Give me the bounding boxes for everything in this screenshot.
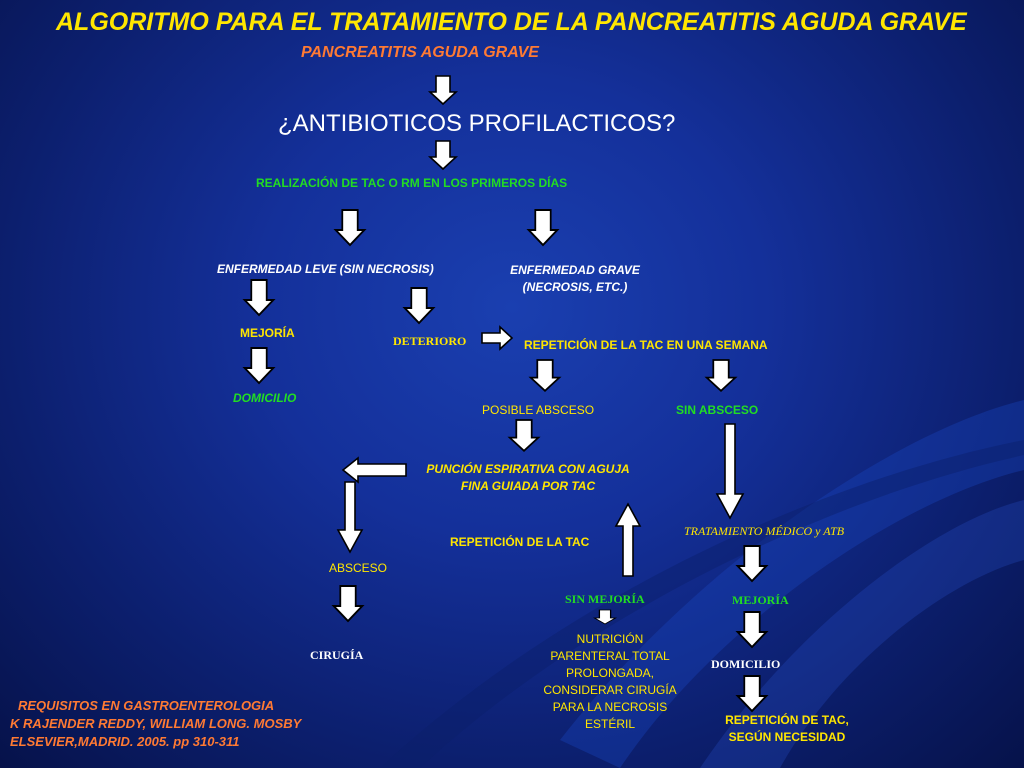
reference-line-3: ELSEVIER,MADRID. 2005. pp 310-311	[10, 734, 240, 749]
medical-treatment-node: TRATAMIENTO MÉDICO y ATB	[684, 524, 845, 538]
arrow-down-severe	[527, 209, 559, 246]
possible-abscess-node: POSIBLE ABSCESO	[482, 403, 595, 417]
arrow-down-home	[243, 347, 275, 384]
arrow-down-surgery	[332, 585, 364, 622]
arrow-down-mild	[334, 209, 366, 246]
reference-block: REQUISITOS EN GASTROENTEROLOGIA K RAJEND…	[10, 697, 301, 751]
surgery-node: CIRUGÍA	[310, 648, 364, 662]
repeat-week-node: REPETICIÓN DE LA TAC EN UNA SEMANA	[524, 338, 768, 352]
nutrition-line-5: PARA LA NECROSIS	[552, 700, 668, 714]
severe-disease-line-1: ENFERMEDAD GRAVE	[510, 263, 640, 277]
severe-disease-node: ENFERMEDAD GRAVE (NECROSIS, ETC.)	[495, 262, 655, 296]
home-node: DOMICILIO	[233, 391, 297, 405]
fna-line-1: PUNCIÓN ESPIRATIVA CON AGUJA	[426, 462, 630, 476]
arrow-down-title	[429, 75, 457, 105]
reference-line-2: K RAJENDER REDDY, WILLIAM LONG. MOSBY	[10, 716, 302, 731]
arrow-left-fna	[341, 456, 407, 484]
arrow-down-medical	[736, 545, 768, 582]
improvement-node: MEJORÍA	[240, 326, 295, 340]
arrow-down-deterioration	[403, 287, 435, 324]
arrow-down-nutrition	[593, 609, 617, 625]
page-title: ALGORITMO PARA EL TRATAMIENTO DE LA PANC…	[56, 8, 967, 36]
arrow-down-fna	[508, 419, 540, 452]
nutrition-line-2: PARENTERAL TOTAL	[550, 649, 670, 663]
reference-line-1: REQUISITOS EN GASTROENTEROLOGIA	[18, 698, 275, 713]
mild-disease-node: ENFERMEDAD LEVE (SIN NECROSIS)	[217, 262, 434, 276]
arrow-long-down-no-abscess	[715, 423, 745, 520]
home-2-node: DOMICILIO	[711, 657, 781, 671]
question-node: ¿ANTIBIOTICOS PROFILACTICOS?	[278, 110, 676, 137]
nutrition-line-6: ESTÉRIL	[584, 717, 635, 731]
arrow-down-improvement	[243, 279, 275, 316]
repeat-need-line-1: REPETICIÓN DE TAC,	[725, 713, 849, 727]
nutrition-line-4: CONSIDERAR CIRUGÍA	[543, 683, 677, 697]
arrow-long-down-abscess	[336, 481, 364, 554]
nutrition-node: NUTRICIÓN PARENTERAL TOTAL PROLONGADA, C…	[521, 631, 699, 733]
arrow-down-improvement-2	[736, 611, 768, 648]
nutrition-line-3: PROLONGADA,	[565, 666, 655, 680]
arrow-down-repeat-need	[736, 675, 768, 712]
repeat-ct-node: REPETICIÓN DE LA TAC	[450, 535, 590, 549]
arrow-down-no-abscess	[705, 359, 737, 392]
imaging-node: REALIZACIÓN DE TAC O RM EN LOS PRIMEROS …	[256, 176, 568, 190]
improvement-2-node: MEJORÍA	[732, 593, 789, 607]
repeat-need-line-2: SEGÚN NECESIDAD	[728, 730, 846, 744]
fna-line-2: FINA GUIADA POR TAC	[460, 479, 596, 493]
severe-disease-line-2: (NECROSIS, ETC.)	[522, 280, 628, 294]
arrow-down-possible-abscess	[529, 359, 561, 392]
deterioration-node: DETERIORO	[393, 334, 467, 348]
fna-node: PUNCIÓN ESPIRATIVA CON AGUJA FINA GUIADA…	[398, 461, 658, 495]
nutrition-line-1: NUTRICIÓN	[576, 632, 644, 646]
arrow-long-up-repeat	[614, 502, 642, 577]
repeat-need-node: REPETICIÓN DE TAC, SEGÚN NECESIDAD	[702, 712, 872, 746]
page-subtitle: PANCREATITIS AGUDA GRAVE	[301, 44, 539, 61]
no-improvement-node: SIN MEJORÍA	[565, 592, 645, 606]
arrow-right-deterioration	[481, 325, 514, 351]
no-abscess-node: SIN ABSCESO	[676, 403, 759, 417]
arrow-down-question	[429, 140, 457, 170]
abscess-node: ABSCESO	[329, 561, 388, 575]
